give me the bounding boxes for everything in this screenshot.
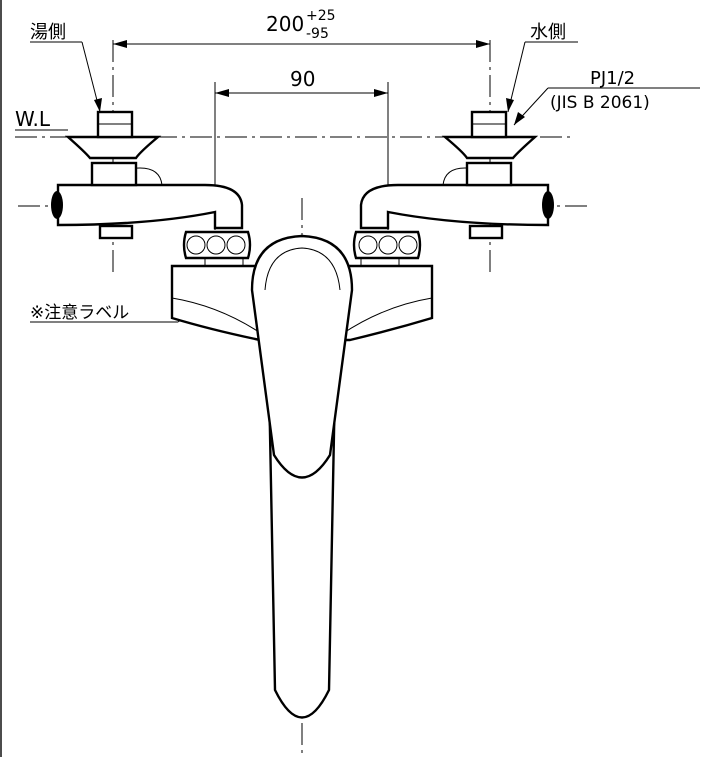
dimension-200 bbox=[113, 40, 490, 48]
inner-spacing-dimension-value: 90 bbox=[290, 67, 315, 91]
thread-label: PJ1/2 bbox=[590, 68, 635, 89]
caution-label-text: ※注意ラベル bbox=[30, 303, 129, 323]
faucet-body bbox=[51, 110, 554, 719]
water-level-label: W.L bbox=[15, 107, 51, 131]
spacing-tolerance-upper: +25 bbox=[306, 8, 336, 24]
spacing-tolerance-lower: -95 bbox=[306, 26, 329, 42]
hot-side-label: 湯側 bbox=[30, 22, 66, 43]
thread-standard-label: (JIS B 2061) bbox=[550, 93, 650, 113]
spacing-dimension-value: 200 bbox=[266, 12, 304, 36]
cold-side-label: 水側 bbox=[530, 22, 566, 43]
